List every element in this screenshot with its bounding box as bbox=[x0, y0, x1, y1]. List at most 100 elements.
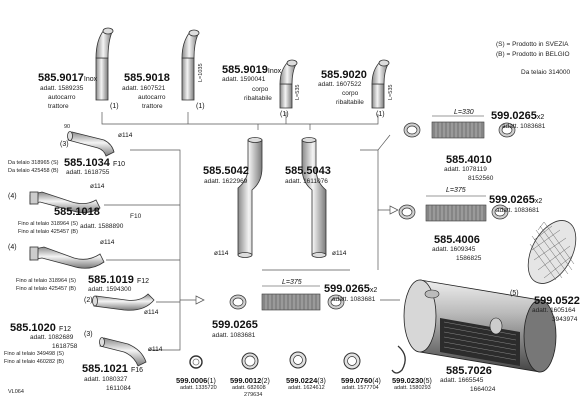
note1-1034: Da telaio 318965 (S) bbox=[8, 160, 59, 166]
elbow-1020 bbox=[92, 293, 155, 311]
ref-9019: adatt. 1590041 bbox=[222, 76, 266, 83]
code-1034: 585.1034 F10 bbox=[64, 157, 126, 169]
code-1021: 585.1021 F16 bbox=[82, 363, 144, 375]
code-1019: 585.1019 F12 bbox=[88, 274, 150, 286]
qty-7026: (5) bbox=[510, 290, 519, 297]
code-5043: 585.5043 bbox=[285, 165, 331, 177]
code-1018: 585.1018 bbox=[54, 206, 100, 218]
ref2-1020: 1618758 bbox=[52, 343, 78, 350]
hardware-0230 bbox=[391, 345, 406, 374]
ref-0265d: adatt. 1083681 bbox=[212, 332, 256, 339]
ref2-1021: 1611084 bbox=[106, 385, 131, 392]
desc1-9018: autocarro bbox=[138, 94, 166, 101]
code-0230: 599.0230(5) bbox=[392, 376, 432, 385]
ref2-4010: 8152560 bbox=[468, 175, 494, 182]
dia-1021: ø114 bbox=[148, 346, 163, 353]
len-4010: L=330 bbox=[454, 109, 474, 116]
code-0265c: 599.0265x2 bbox=[324, 283, 378, 295]
mid-bracket bbox=[262, 134, 400, 301]
code-0224: 599.0224(3) bbox=[286, 376, 326, 385]
dia-1034: ø114 bbox=[118, 132, 133, 139]
note1-1021: Fino al telaio 349498 (S) bbox=[4, 351, 64, 357]
qty-1019: (4) bbox=[8, 244, 17, 251]
code-9020: 585.9020 bbox=[321, 69, 367, 81]
code-0265a: 599.0265x2 bbox=[491, 110, 545, 122]
suffix-1018: F10 bbox=[130, 213, 142, 220]
sheet-id: VL064 bbox=[8, 389, 24, 395]
ref-5042: adatt. 1622969 bbox=[204, 178, 248, 185]
dia-1019: ø114 bbox=[100, 239, 115, 246]
elbow-1019 bbox=[29, 246, 105, 269]
ref-0012: adatt. 682608 bbox=[232, 385, 266, 391]
flexpipe-4006 bbox=[425, 195, 487, 222]
ref-1021: adatt. 1080327 bbox=[84, 376, 128, 383]
desc1-9019: corpo bbox=[252, 86, 269, 93]
ref-4006: adatt. 1609345 bbox=[432, 246, 476, 253]
qty-9020: (1) bbox=[376, 111, 385, 118]
code-9017: 585.9017Inox bbox=[38, 72, 98, 84]
note2-1018: Fino al telaio 425457 (B) bbox=[18, 229, 78, 235]
note2-1019: Fino al telaio 425457 (B) bbox=[16, 286, 76, 292]
desc2-9020: ribaltabile bbox=[336, 99, 364, 106]
left-bracket bbox=[104, 149, 196, 351]
code-7026: 585.7026 bbox=[446, 365, 492, 377]
frame-note: Da telaio 314000 bbox=[521, 69, 571, 76]
dia-5042: ø114 bbox=[214, 250, 229, 257]
ref-4010: adatt. 1078119 bbox=[444, 166, 487, 173]
legend-sweden: (S) = Prodotto in SVEZIA bbox=[496, 41, 569, 48]
ref-7026: adatt. 1665545 bbox=[440, 377, 484, 384]
code-0012: 599.0012(2) bbox=[230, 376, 270, 385]
dia-5043: ø114 bbox=[332, 250, 347, 257]
code-4006: 585.4006 bbox=[434, 234, 480, 246]
stack-bracket bbox=[101, 112, 379, 130]
clamp-pair-top bbox=[403, 122, 516, 138]
elbow-1034 bbox=[67, 131, 115, 157]
flexpipe-low bbox=[261, 285, 321, 311]
muffler-7026 bbox=[403, 279, 557, 373]
ref-9018: adatt. 1607521 bbox=[122, 85, 166, 92]
flexpipe-4010 bbox=[431, 115, 485, 139]
pipe-5043 bbox=[301, 137, 327, 258]
code-0265b: 599.0265x2 bbox=[489, 194, 543, 206]
ref-0006: adatt. 1335720 bbox=[180, 385, 217, 391]
qty-1021: (3) bbox=[84, 331, 93, 338]
code-4010: 585.4010 bbox=[446, 154, 492, 166]
qty-1018: (4) bbox=[8, 193, 17, 200]
dia-1018: ø114 bbox=[90, 183, 105, 190]
code-0265d: 599.0265 bbox=[212, 319, 258, 331]
qty-1020: (2) bbox=[84, 297, 93, 304]
desc2-9019: ribaltabile bbox=[244, 95, 272, 102]
arrow-to-flexpipes bbox=[389, 205, 399, 215]
clamp-pair-mid bbox=[398, 204, 509, 220]
stack-9019 bbox=[279, 59, 298, 109]
elbow-1021 bbox=[99, 337, 147, 367]
ref-0230: adatt. 1580293 bbox=[394, 385, 431, 391]
len-4006: L=375 bbox=[446, 187, 466, 194]
len-9018: L=1035 bbox=[198, 63, 204, 82]
qty-9017: (1) bbox=[110, 103, 119, 110]
elbow-1018 bbox=[29, 191, 101, 213]
len-0265c: L=375 bbox=[282, 279, 302, 286]
code-1020: 585.1020 F12 bbox=[10, 322, 72, 334]
qty-9018: (1) bbox=[196, 103, 205, 110]
grid-disc-0522 bbox=[527, 220, 577, 284]
legend-belgium: (B) = Prodotto in BELGIO bbox=[496, 51, 570, 58]
code-0522: 599.0522 bbox=[534, 295, 580, 307]
ref-1019: adatt. 1594300 bbox=[88, 286, 132, 293]
ref-9020: adatt. 1607522 bbox=[318, 81, 362, 88]
stack-9018 bbox=[181, 29, 200, 101]
note2-1021: Fino al telaio 460282 (B) bbox=[4, 359, 64, 365]
ref-0265b: adatt. 1083681 bbox=[496, 207, 540, 214]
hardware-0224 bbox=[289, 351, 307, 369]
hardware-0006 bbox=[189, 355, 203, 369]
qty-1034: (3) bbox=[60, 141, 69, 148]
desc1-9020: corpo bbox=[342, 90, 359, 97]
ref2-0012: 279634 bbox=[244, 392, 263, 398]
ref2-4006: 1586825 bbox=[456, 255, 482, 262]
ref-5043: adatt. 1611076 bbox=[285, 178, 328, 185]
desc2-9018: trattore bbox=[142, 103, 163, 110]
qty-9019: (1) bbox=[280, 111, 289, 118]
ref-1020: adatt. 1082689 bbox=[30, 334, 74, 341]
ref-0265c: adatt. 1083681 bbox=[332, 296, 376, 303]
